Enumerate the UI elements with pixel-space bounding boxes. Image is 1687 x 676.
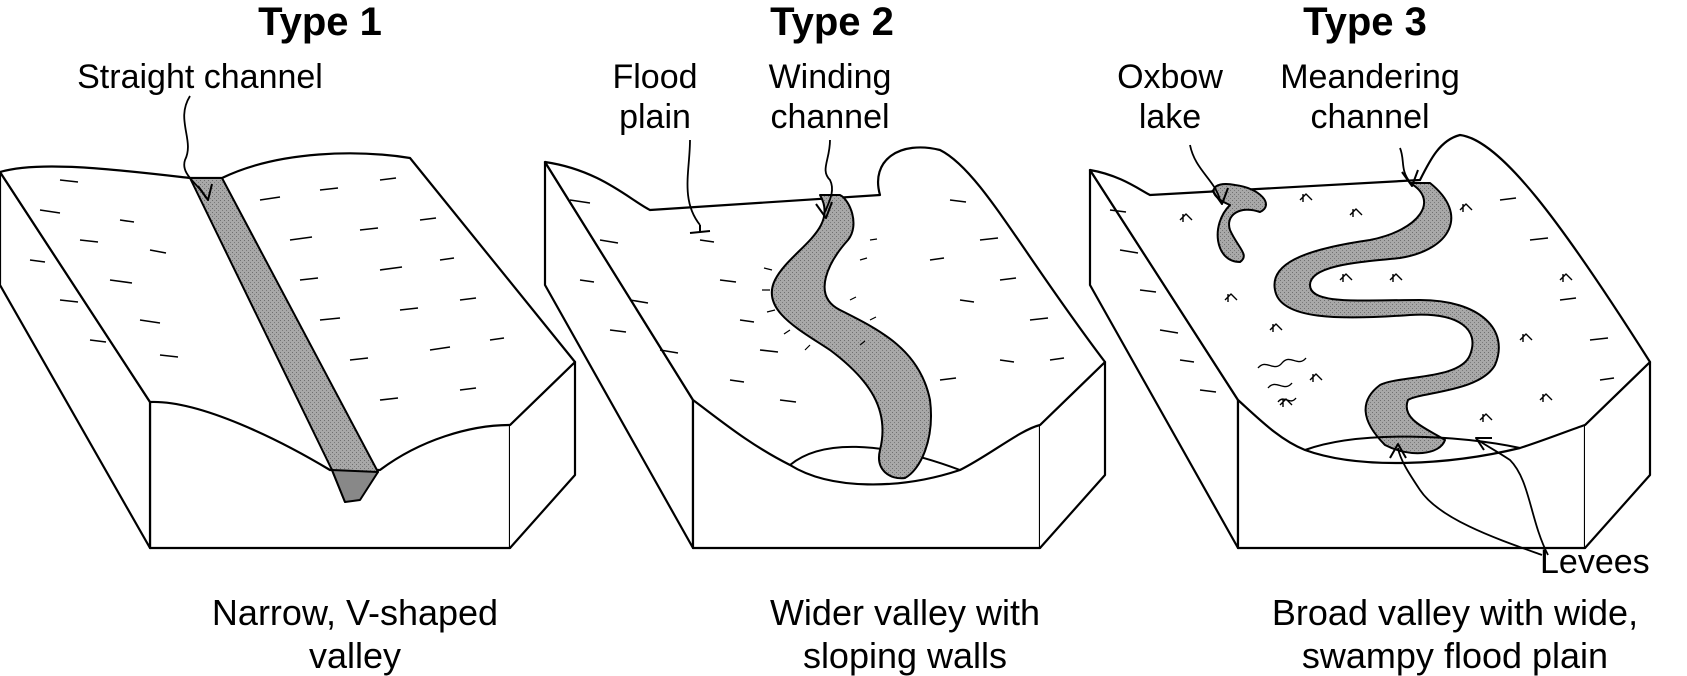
panel-2-caption-line-2: sloping walls: [802, 635, 1008, 676]
straight-channel-label: Straight channel: [77, 58, 323, 96]
meandering-channel-label-line-1: Meandering: [1280, 58, 1460, 96]
panel-3-caption-line-1: Broad valley with wide,: [1271, 592, 1639, 633]
panel-1-title: Type 1: [258, 0, 382, 44]
panel-3-block: [1088, 133, 1652, 556]
oxbow-lake-label-line-1: Oxbow: [1117, 58, 1223, 96]
panel-1-caption-line-1: Narrow, V-shaped: [211, 592, 499, 633]
flood-plain-label-line-1: Flood: [612, 58, 698, 96]
panel-3-caption-line-2: swampy flood plain: [1301, 635, 1609, 676]
panel-2-title: Type 2: [770, 0, 894, 44]
panel-2-winding-channel: [770, 194, 932, 480]
panel-3-oxbow-lake: [1212, 183, 1267, 263]
winding-channel-label-line-1: Winding: [768, 58, 892, 96]
meandering-channel-label-line-2: channel: [1310, 98, 1430, 136]
panel-3-meandering-channel: [1273, 182, 1500, 455]
oxbow-lake-label-line-2: lake: [1138, 98, 1202, 136]
panel-1-caption-line-2: valley: [308, 635, 402, 676]
panel-2-block: [543, 139, 1107, 550]
panel-3-title: Type 3: [1303, 0, 1427, 44]
levees-label: Levees: [1540, 543, 1650, 581]
flood-plain-label-line-2: plain: [619, 98, 691, 136]
panel-2-caption-line-1: Wider valley with: [769, 592, 1041, 633]
panel-1-block: [0, 95, 577, 550]
winding-channel-label-line-2: channel: [770, 98, 890, 136]
